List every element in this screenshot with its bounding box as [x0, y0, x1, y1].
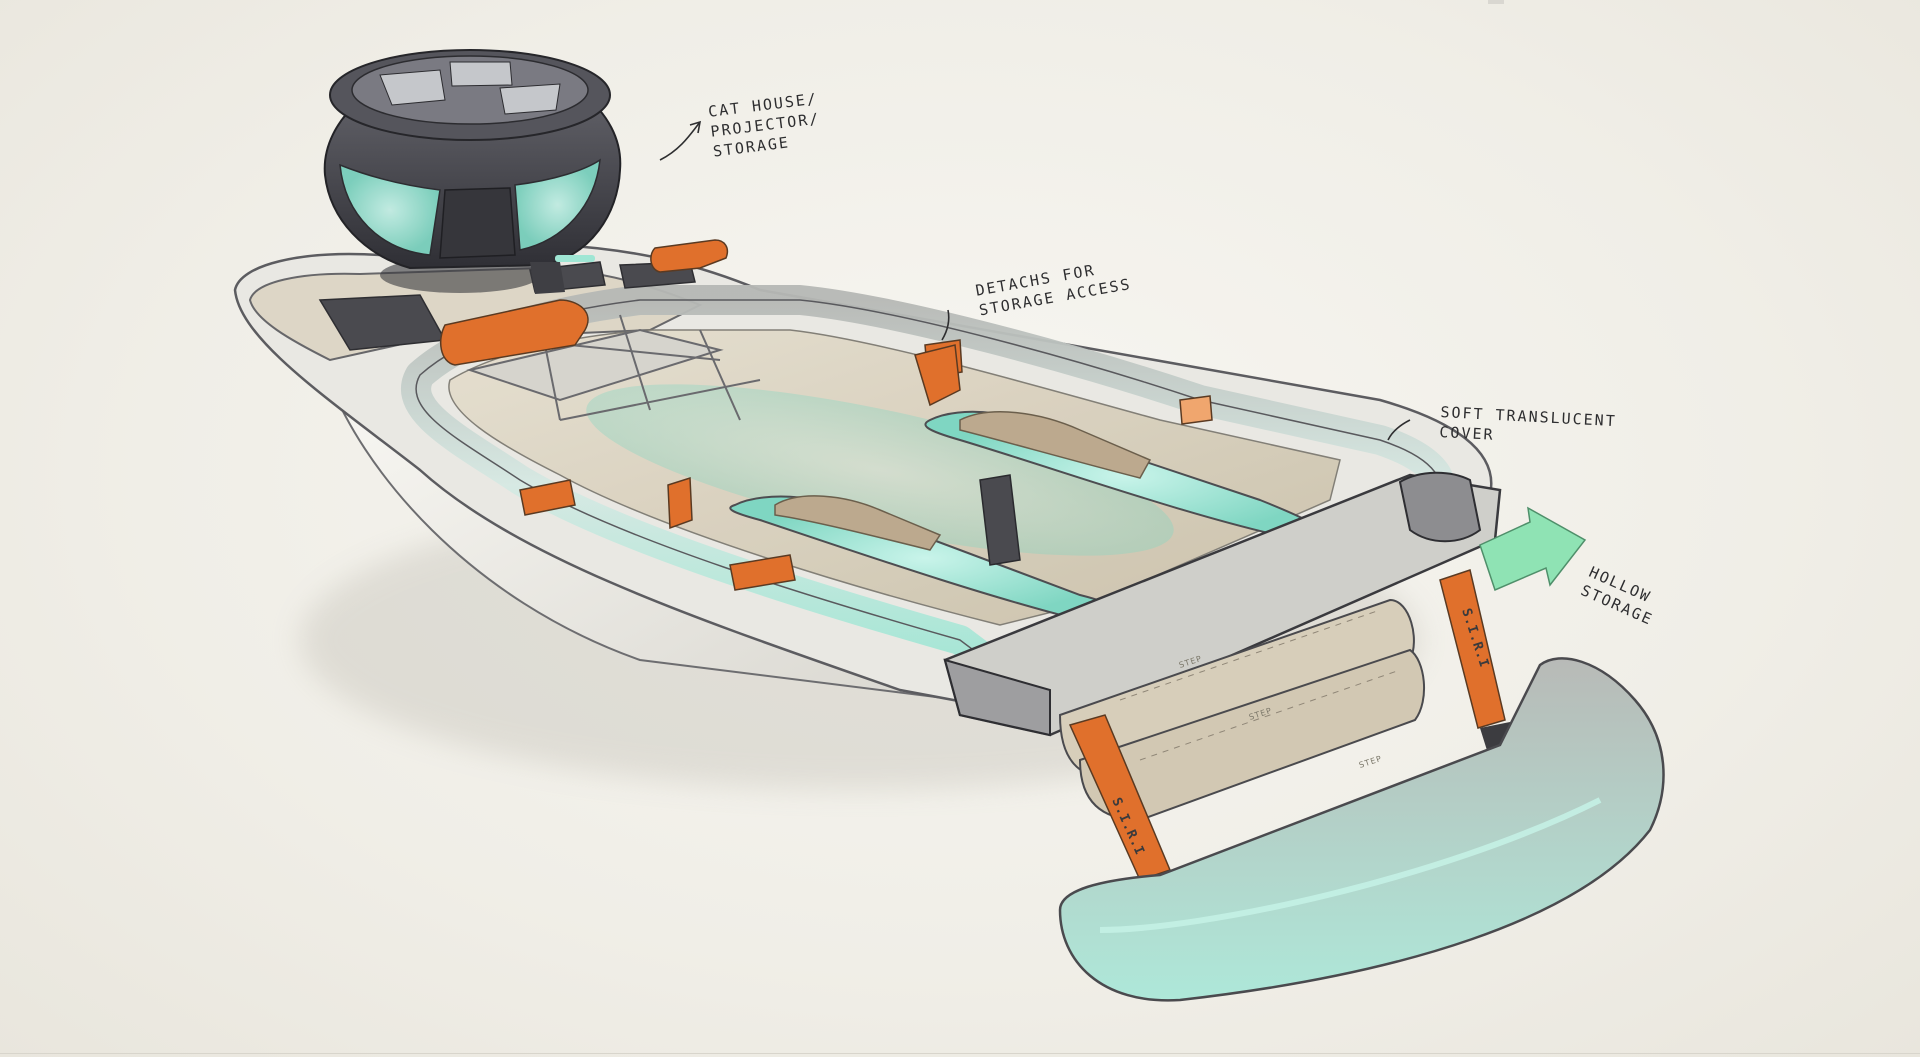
corner-mark [1488, 0, 1504, 4]
orange-handles [439, 239, 1213, 591]
front-bumper [1058, 657, 1665, 1002]
cat-house-dome [323, 49, 622, 294]
center-post [979, 474, 1021, 566]
inner-glow [586, 384, 1174, 556]
seat-panels [729, 410, 1324, 621]
step-label-3: STEP [1358, 754, 1383, 770]
hollow-storage-beam [943, 471, 1502, 737]
front-steps [1058, 598, 1426, 822]
hollow-storage-arrow [1479, 506, 1587, 592]
bottom-divider [0, 1053, 1920, 1054]
leader-lines [659, 120, 1411, 441]
